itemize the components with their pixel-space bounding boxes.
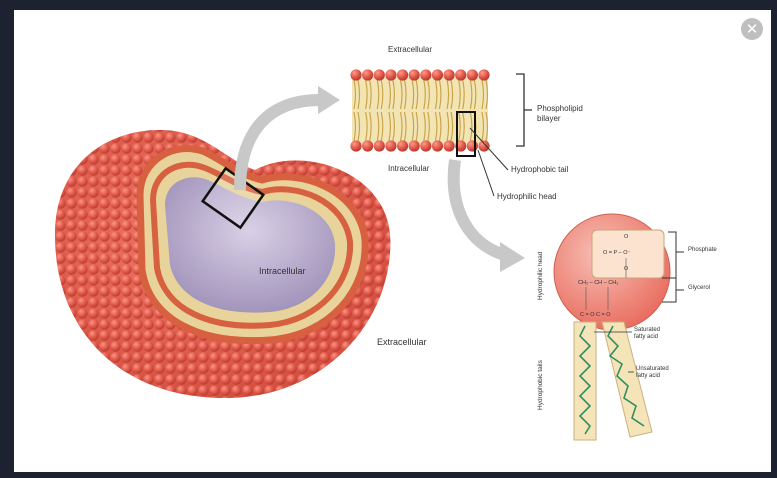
hydrophobic-tails-vertical-label: Hydrophobic tails xyxy=(537,359,544,410)
unsaturated-fatty-acid-label: Unsaturated fatty acid xyxy=(636,366,676,380)
lipid-head xyxy=(385,140,396,151)
lipid-head xyxy=(397,69,408,80)
lipid-head xyxy=(478,140,489,151)
cell-illustration xyxy=(55,130,390,398)
bilayer-strip xyxy=(350,69,489,151)
cell-extracellular-label: Extracellular xyxy=(377,337,427,347)
close-icon[interactable]: ✕ xyxy=(741,18,763,40)
phospholipid-bilayer-label: Phospholipid bilayer xyxy=(537,104,599,124)
lipid-head xyxy=(432,69,443,80)
zoom-arrow-2-head xyxy=(500,242,525,272)
saturated-fatty-acid-label: Saturated fatty acid xyxy=(634,327,668,341)
lipid-head xyxy=(362,140,373,151)
cell-intracellular-label: Intracellular xyxy=(259,266,306,276)
lipid-head xyxy=(420,140,431,151)
lipid-head xyxy=(432,140,443,151)
glycerol-chain: CH₂ – CH – CH₂ xyxy=(578,280,618,286)
zoom-arrow-1-head xyxy=(318,86,340,114)
lipid-head xyxy=(420,69,431,80)
hydrophilic-head-vertical-label: Hydrophilic head xyxy=(537,251,544,300)
lipid-head xyxy=(409,69,420,80)
lipid-head xyxy=(409,140,420,151)
lipid-head xyxy=(385,69,396,80)
zoom-arrow-2 xyxy=(454,160,505,255)
lipid-head xyxy=(467,140,478,151)
lipid-head xyxy=(374,69,385,80)
phosphate-o-bottom: O xyxy=(624,266,629,272)
lipid-head xyxy=(362,69,373,80)
lipid-head xyxy=(443,69,454,80)
lipid-head xyxy=(443,140,454,151)
lipid-head xyxy=(455,69,466,80)
bilayer-tail-region xyxy=(352,77,488,144)
glycerol-label: Glycerol xyxy=(688,285,710,291)
lipid-head xyxy=(374,140,385,151)
phosphate-o-top: O xyxy=(624,234,629,240)
bilayer-intracellular-label: Intracellular xyxy=(388,164,429,173)
hydrophilic-head-label: Hydrophilic head xyxy=(497,192,557,201)
hydrophobic-tail-label: Hydrophobic tail xyxy=(511,165,568,174)
lipid-head xyxy=(350,140,361,151)
bilayer-extracellular-label: Extracellular xyxy=(388,45,432,54)
lipid-head xyxy=(397,140,408,151)
phosphate-label: Phosphate xyxy=(688,247,717,253)
bilayer-bracket xyxy=(516,74,532,146)
carbonyl-row: C = O C = O xyxy=(580,312,611,318)
phosphate-p-row: O = P – O⁻ xyxy=(603,250,631,256)
head-pointer xyxy=(478,150,494,196)
lipid-head xyxy=(350,69,361,80)
lipid-head xyxy=(478,69,489,80)
lipid-head xyxy=(467,69,478,80)
